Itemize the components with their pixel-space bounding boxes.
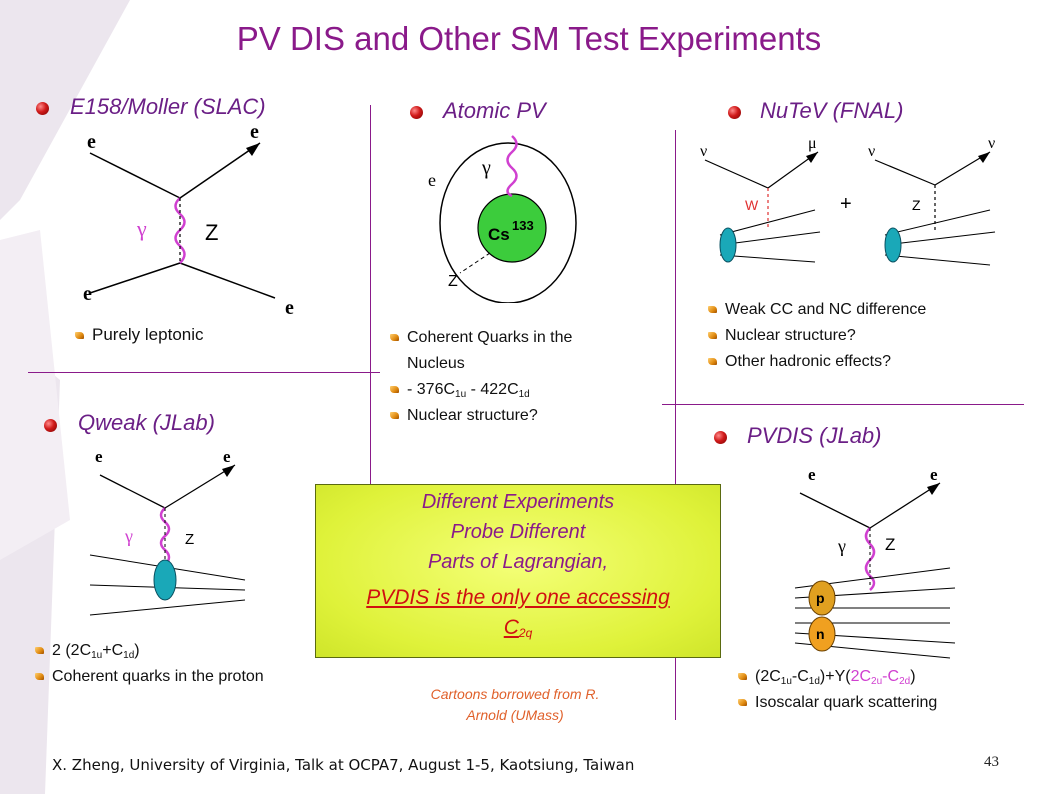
diagram-label: e [428, 170, 436, 190]
cartoon-credit-line-2: Arnold (UMass) [466, 707, 564, 723]
bullet-icon [75, 332, 84, 340]
diagram-label: e [930, 465, 938, 484]
diagram-label: n [816, 626, 825, 642]
pvdis-bullet-1: (2C1u-C1d)+Y(2C2u-C2d) [738, 664, 937, 690]
pvdis-feynman-diagram: e e γ Z p n [794, 465, 956, 659]
bullet-icon [708, 332, 717, 340]
heading-qweak: Qweak (JLab) [78, 410, 215, 435]
qweak-bullet-1: 2 (2C1u+C1d) [35, 638, 264, 664]
nutev-bullets: Weak CC and NC difference Nuclear struct… [708, 297, 926, 375]
callout-line-1: Different Experiments [421, 491, 615, 513]
diagram-label: e [95, 447, 103, 466]
callout-line-5: C2q [503, 616, 533, 640]
diagram-label: e [285, 297, 294, 319]
diagram-label: ν [868, 143, 875, 160]
diagram-label: e [87, 131, 96, 153]
nutev-bullet-2: Nuclear structure? [708, 323, 926, 349]
bullet-icon [708, 306, 717, 314]
diagram-label: p [816, 590, 825, 606]
bullet-icon [35, 673, 44, 681]
section-bullet-icon [410, 106, 423, 119]
section-bullet-icon [36, 102, 49, 115]
diagram-label: γ [837, 536, 846, 556]
heading-atomic-pv: Atomic PV [443, 98, 546, 123]
diagram-label: γ [481, 157, 491, 179]
divider-vertical-right [675, 130, 676, 720]
bullet-icon [390, 386, 399, 394]
atomic-pv-diagram: e γ Cs 133 Z [428, 135, 577, 303]
bullet-icon [708, 358, 717, 366]
diagram-label: W [745, 197, 759, 213]
section-bullet-icon [728, 106, 741, 119]
section-bullet-icon [714, 431, 727, 444]
callout-line-3: Parts of Lagrangian, [427, 551, 609, 573]
diagram-label: + [840, 193, 852, 215]
page-number: 43 [984, 754, 999, 770]
diagram-label: Cs [488, 225, 510, 244]
diagram-label: μ [808, 135, 817, 152]
heading-pvdis: PVDIS (JLab) [747, 423, 882, 448]
diagram-label: Z [885, 535, 895, 554]
diagram-label: ν [988, 135, 995, 152]
diagram-label: e [808, 465, 816, 484]
qweak-feynman-diagram: e e γ Z [89, 447, 246, 616]
section-bullet-icon [44, 419, 57, 432]
diagram-label: e [250, 121, 259, 143]
moller-feynman-diagram: e e e e γ Z [83, 121, 294, 319]
atomic-bullet-1-cont: Nucleus [407, 355, 465, 372]
diagram-label: γ [136, 216, 147, 241]
page-title: PV DIS and Other SM Test Experiments [236, 20, 822, 57]
cartoon-credit: Cartoons borrowed from R. Arnold (UMass) [380, 684, 650, 726]
qweak-bullets: 2 (2C1u+C1d) Coherent quarks in the prot… [35, 638, 264, 690]
divider-vertical-left [370, 105, 371, 485]
footer-text: X. Zheng, University of Virginia, Talk a… [52, 756, 635, 774]
heading-nutev: NuTeV (FNAL) [760, 98, 904, 123]
callout-line-2: Probe Different [450, 521, 586, 543]
atomic-bullet-2: - 376C1u - 422C1d [390, 377, 572, 403]
pvdis-bullet-2: Isoscalar quark scattering [738, 690, 937, 716]
bullet-icon [738, 699, 747, 707]
nutev-bullet-1: Weak CC and NC difference [708, 297, 926, 323]
atomic-bullets: Coherent Quarks in the Nucleus - 376C1u … [390, 325, 572, 429]
heading-e158: E158/Moller (SLAC) [70, 94, 266, 119]
callout-box: Different Experiments Probe Different Pa… [315, 484, 721, 658]
nutev-feynman-diagram: ν μ ν ν W Z + [700, 135, 995, 266]
cartoon-credit-line-1: Cartoons borrowed from R. [430, 686, 600, 702]
diagram-label: e [83, 283, 92, 305]
bullet-icon [35, 647, 44, 655]
atomic-bullet-1: Coherent Quarks in the [390, 325, 572, 351]
diagram-label: Z [912, 197, 921, 213]
diagram-label: 133 [512, 218, 534, 233]
diagram-label: e [223, 447, 231, 466]
diagram-label: Z [185, 531, 194, 548]
qweak-bullet-2: Coherent quarks in the proton [35, 664, 264, 690]
diagram-label: ν [700, 143, 707, 160]
atomic-bullet-3: Nuclear structure? [390, 403, 572, 429]
callout-line-4: PVDIS is the only one accessing [366, 586, 670, 609]
diagram-label: γ [124, 526, 133, 546]
bullet-purely-leptonic: Purely leptonic [75, 322, 204, 348]
bullet-icon [390, 334, 399, 342]
bullet-icon [390, 412, 399, 420]
pvdis-bullets: (2C1u-C1d)+Y(2C2u-C2d) Isoscalar quark s… [738, 664, 937, 716]
divider-horizontal-left [28, 372, 380, 373]
divider-horizontal-right [662, 404, 1024, 405]
diagram-label: Z [448, 273, 458, 290]
diagram-label: Z [205, 220, 218, 245]
nutev-bullet-3: Other hadronic effects? [708, 349, 926, 375]
bullet-icon [738, 673, 747, 681]
